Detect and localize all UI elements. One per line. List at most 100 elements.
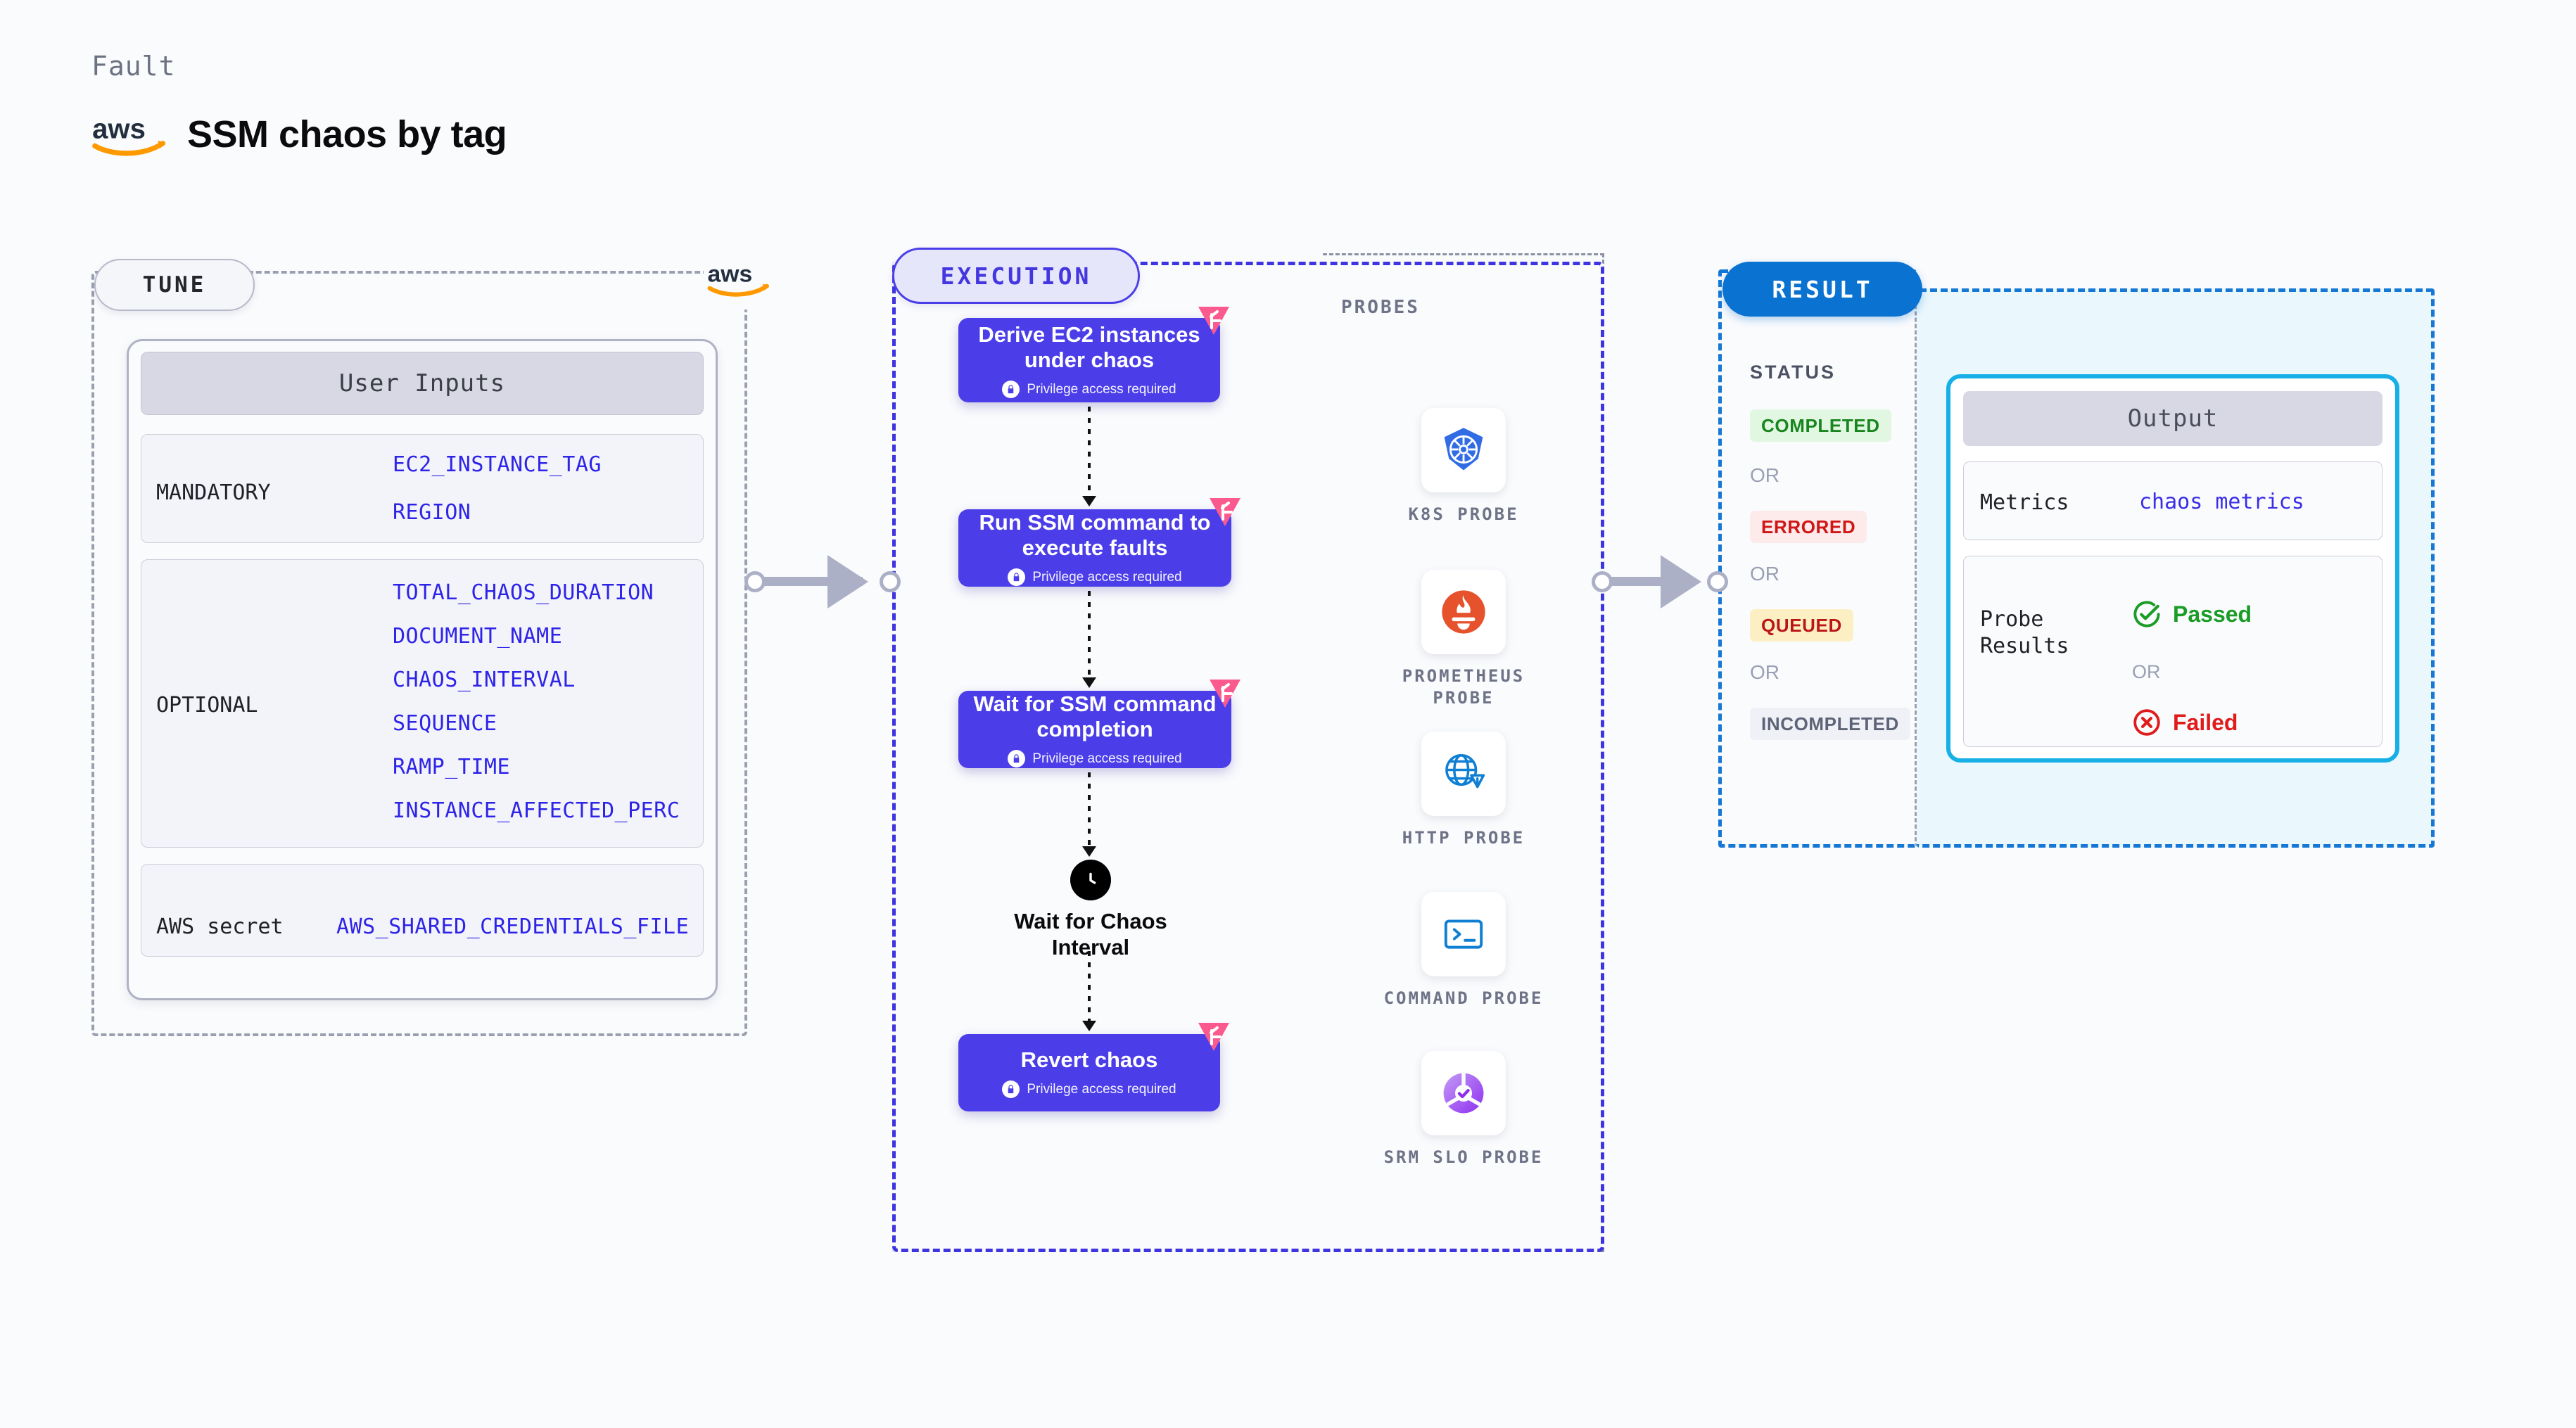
connector-end-dot bbox=[1707, 571, 1728, 592]
connector-execution-to-result bbox=[1592, 553, 1728, 609]
param-ramp-time[interactable]: RAMP_TIME bbox=[393, 755, 511, 779]
srm-slo-icon bbox=[1421, 1051, 1506, 1135]
param-instance-affected-perc[interactable]: INSTANCE_AFFECTED_PERC bbox=[393, 798, 680, 823]
probe-item-prometheus[interactable]: PROMETHEUS PROBE bbox=[1371, 570, 1556, 709]
page-title: SSM chaos by tag bbox=[187, 113, 507, 155]
connector-start-dot bbox=[744, 571, 766, 592]
status-badge-completed: COMPLETED bbox=[1750, 409, 1891, 442]
optional-params-box bbox=[141, 559, 704, 848]
harness-chaos-badge-icon bbox=[1207, 496, 1243, 528]
output-card-header: Output bbox=[1963, 391, 2383, 446]
node-sub-label: Privilege access required bbox=[1032, 751, 1182, 766]
probe-label: COMMAND PROBE bbox=[1383, 988, 1544, 1008]
execution-pill-label: EXECUTION bbox=[892, 248, 1140, 304]
node-privilege-note: Privilege access required bbox=[1008, 568, 1182, 587]
terminal-icon bbox=[1421, 892, 1506, 976]
connector-end-dot bbox=[880, 571, 901, 592]
clock-icon bbox=[1070, 860, 1111, 900]
optional-values: TOTAL_CHAOS_DURATION DOCUMENT_NAME CHAOS… bbox=[393, 580, 680, 823]
tune-pill-label: TUNE bbox=[94, 259, 255, 311]
node-sub-label: Privilege access required bbox=[1027, 1081, 1176, 1097]
output-probe-results-box bbox=[1963, 556, 2383, 747]
status-badge-errored: ERRORED bbox=[1750, 511, 1867, 543]
status-badge-queued: QUEUED bbox=[1750, 609, 1853, 642]
probe-label: SRM SLO PROBE bbox=[1383, 1147, 1544, 1167]
prometheus-icon bbox=[1421, 570, 1506, 654]
node-privilege-note: Privilege access required bbox=[1008, 750, 1182, 768]
param-region[interactable]: REGION bbox=[393, 500, 471, 525]
param-ec2-instance-tag[interactable]: EC2_INSTANCE_TAG bbox=[393, 452, 602, 477]
lock-icon bbox=[1002, 1080, 1020, 1099]
aws-secret-box bbox=[141, 864, 704, 957]
probe-item-k8s[interactable]: K8S PROBE bbox=[1371, 408, 1556, 525]
output-metrics-key: Metrics bbox=[1980, 490, 2069, 515]
lock-icon bbox=[1002, 381, 1020, 399]
status-or-1: OR bbox=[1750, 464, 1779, 486]
fault-title-row: aws SSM chaos by tag bbox=[90, 113, 507, 156]
mandatory-params-box bbox=[141, 434, 704, 543]
aws-secret-label: AWS secret bbox=[156, 914, 284, 939]
node-title: Derive EC2 instances under chaos bbox=[978, 321, 1200, 372]
status-or-3: OR bbox=[1750, 661, 1779, 683]
optional-label: OPTIONAL bbox=[156, 693, 258, 718]
failed-label: Failed bbox=[2173, 709, 2238, 735]
user-inputs-header: User Inputs bbox=[141, 352, 704, 415]
flow-arrow-1 bbox=[1082, 407, 1096, 506]
status-badge-incompleted: INCOMPLETED bbox=[1750, 708, 1910, 740]
probe-item-command[interactable]: COMMAND PROBE bbox=[1371, 892, 1556, 1009]
probe-label: HTTP PROBE bbox=[1402, 828, 1525, 848]
execution-node-wait-chaos-interval[interactable]: Wait for Chaos Interval bbox=[1006, 860, 1175, 960]
param-document-name[interactable]: DOCUMENT_NAME bbox=[393, 624, 563, 649]
probes-title: PROBES bbox=[1341, 297, 1420, 318]
node-title: Run SSM command to execute faults bbox=[979, 509, 1211, 560]
execution-node-wait-ssm-completion[interactable]: Wait for SSM command completion Privileg… bbox=[958, 691, 1231, 768]
probe-item-http[interactable]: HTTP PROBE bbox=[1371, 732, 1556, 849]
probe-label: PROMETHEUS PROBE bbox=[1402, 666, 1525, 708]
param-aws-shared-credentials-file[interactable]: AWS_SHARED_CREDENTIALS_FILE bbox=[336, 914, 690, 939]
kubernetes-icon bbox=[1421, 408, 1506, 492]
passed-label: Passed bbox=[2173, 601, 2252, 627]
param-chaos-interval[interactable]: CHAOS_INTERVAL bbox=[393, 668, 576, 692]
node-sub-label: Privilege access required bbox=[1032, 569, 1182, 585]
node-privilege-note: Privilege access required bbox=[1002, 1080, 1176, 1099]
probe-item-srm-slo[interactable]: SRM SLO PROBE bbox=[1371, 1051, 1556, 1168]
aws-secret-values: AWS_SHARED_CREDENTIALS_FILE bbox=[336, 914, 689, 939]
output-metrics-value[interactable]: chaos metrics bbox=[2139, 490, 2304, 514]
mandatory-label: MANDATORY bbox=[156, 480, 271, 505]
lock-icon bbox=[1008, 568, 1026, 587]
connector-arrowhead bbox=[1661, 555, 1701, 608]
http-globe-icon bbox=[1421, 732, 1506, 816]
execution-node-run-ssm-command[interactable]: Run SSM command to execute faults Privil… bbox=[958, 509, 1231, 587]
execution-node-derive-ec2[interactable]: Derive EC2 instances under chaos Privile… bbox=[958, 318, 1220, 402]
status-title: STATUS bbox=[1750, 362, 1836, 383]
flow-arrow-3 bbox=[1082, 772, 1096, 857]
result-pill-label: RESULT bbox=[1722, 262, 1922, 317]
probe-result-passed: Passed bbox=[2132, 599, 2252, 629]
probe-result-or: OR bbox=[2132, 661, 2161, 682]
probe-result-failed: Failed bbox=[2132, 708, 2238, 737]
param-total-chaos-duration[interactable]: TOTAL_CHAOS_DURATION bbox=[393, 580, 654, 605]
status-or-2: OR bbox=[1750, 563, 1779, 585]
flow-arrow-4 bbox=[1082, 951, 1096, 1031]
connector-tune-to-execution bbox=[744, 553, 901, 609]
aws-badge-icon: aws bbox=[704, 248, 774, 310]
execution-node-revert-chaos[interactable]: Revert chaos Privilege access required bbox=[958, 1034, 1220, 1111]
node-title: Wait for SSM command completion bbox=[973, 691, 1217, 741]
flow-arrow-2 bbox=[1082, 591, 1096, 688]
probe-label: K8S PROBE bbox=[1408, 504, 1519, 524]
harness-chaos-badge-icon bbox=[1207, 677, 1243, 710]
connector-start-dot bbox=[1592, 571, 1613, 592]
fault-kicker: Fault bbox=[91, 51, 176, 82]
harness-chaos-badge-icon bbox=[1196, 1021, 1231, 1053]
node-title: Revert chaos bbox=[1020, 1047, 1158, 1072]
lock-icon bbox=[1008, 750, 1026, 768]
connector-arrowhead bbox=[827, 555, 868, 608]
param-sequence[interactable]: SEQUENCE bbox=[393, 711, 497, 736]
aws-logo-icon: aws bbox=[90, 113, 169, 156]
mandatory-values: EC2_INSTANCE_TAG REGION bbox=[393, 452, 602, 525]
svg-text:aws: aws bbox=[92, 113, 146, 144]
result-panel bbox=[1718, 269, 1917, 848]
svg-text:aws: aws bbox=[708, 261, 753, 288]
